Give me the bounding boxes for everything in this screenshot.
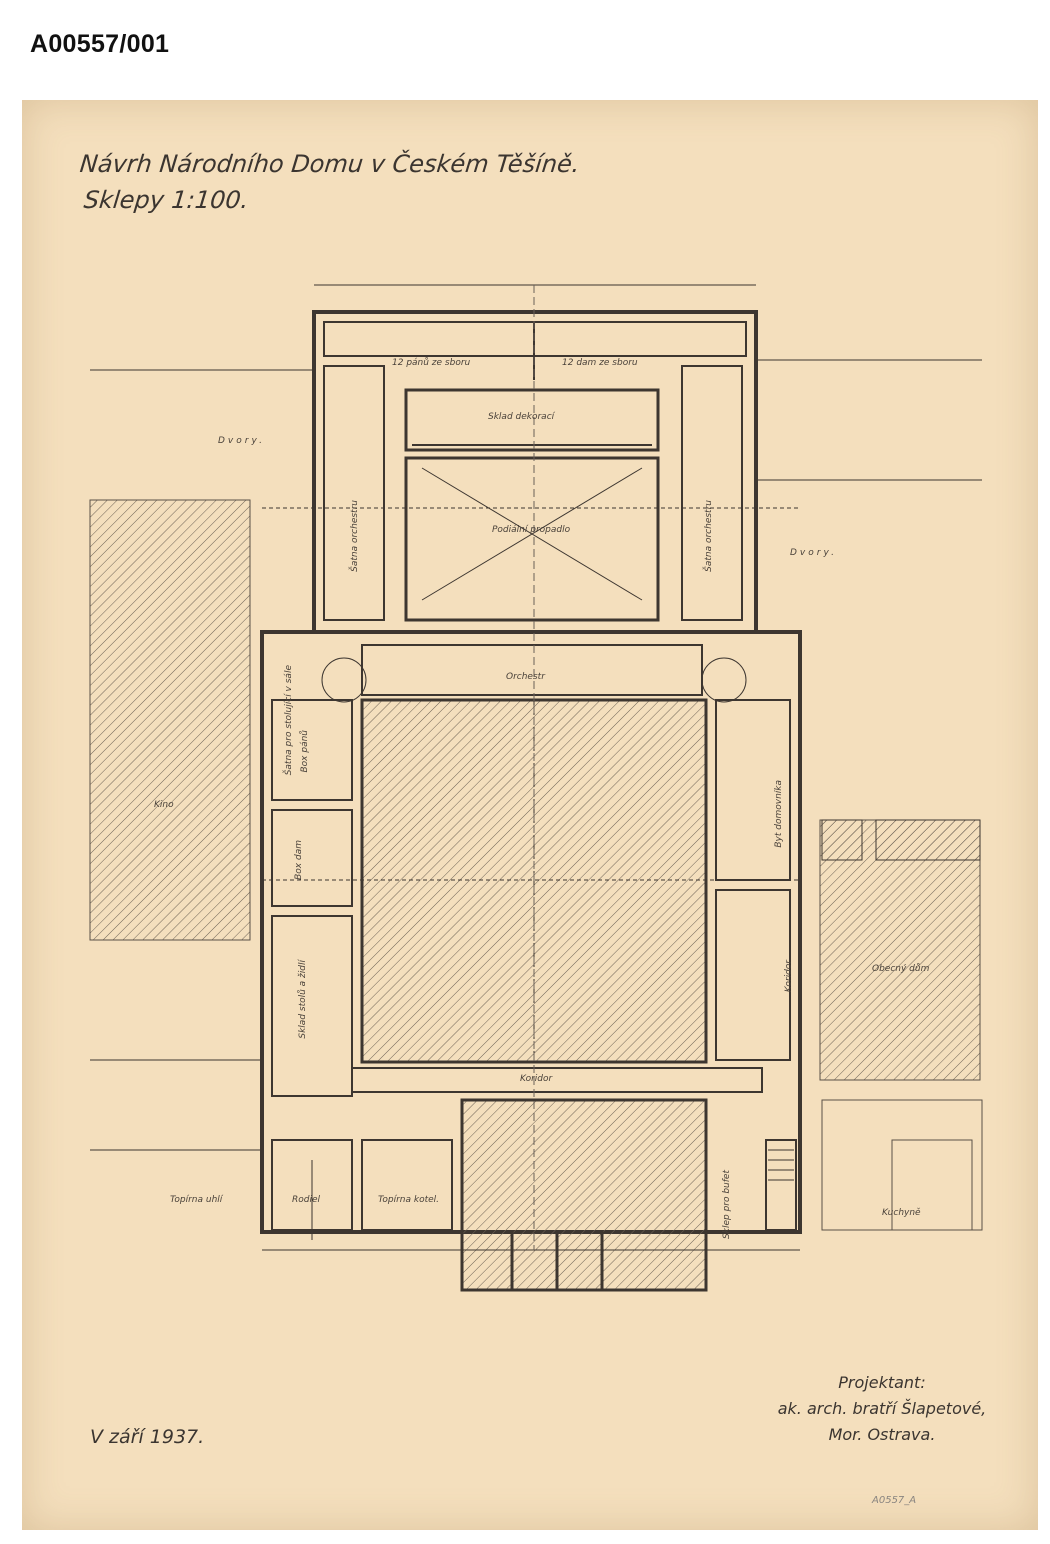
room-corridor: Koridor xyxy=(520,1074,553,1084)
room-caretaker: Byt domovníka xyxy=(774,780,784,848)
designer-line-1: Projektant: xyxy=(838,1373,926,1392)
room-chorus-men: 12 pánů ze sboru xyxy=(392,358,471,368)
lower-hall xyxy=(460,1098,708,1292)
designer-line-2: ak. arch. bratří Šlapetové, xyxy=(777,1399,987,1418)
room-coal-bay: Rodiel xyxy=(292,1195,321,1205)
room-bar-store: Sklep pro bufet xyxy=(722,1170,732,1239)
room-corridor-right: Koridor xyxy=(784,960,794,993)
designer-block: Projektant: ak. arch. bratří Šlapetové, … xyxy=(772,1370,992,1448)
floor-plan xyxy=(89,284,983,1292)
drawing-date: V září 1937. xyxy=(90,1426,205,1448)
archive-id: A00557/001 xyxy=(30,30,170,58)
room-chorus-women: 12 dam ze sboru xyxy=(562,358,638,368)
room-dressing-right: Šatna orchestru xyxy=(704,500,714,572)
room-table-store: Sklad stolů a židlí xyxy=(298,960,308,1039)
designer-line-3: Mor. Ostrava. xyxy=(828,1425,936,1444)
neighbor-building-right xyxy=(819,819,981,1081)
drawing-sheet: Návrh Národního Domu v Českém Těšíně. Sk… xyxy=(22,100,1038,1530)
room-stage-lift: Podiální propadlo xyxy=(492,525,571,535)
room-box-men: Box pánů xyxy=(300,730,310,773)
neighbor-left-label: Kino xyxy=(154,800,174,810)
room-wardrobe: Šatna pro stolující v sále xyxy=(284,665,294,776)
neighbor-right-label: Obecný dům xyxy=(872,964,930,974)
archive-stamp: A0557_A xyxy=(872,1495,917,1506)
room-box-women: Box dam xyxy=(294,840,304,880)
room-scenery-store: Sklad dekorací xyxy=(488,412,555,422)
room-boiler-coal: Topírna uhlí xyxy=(170,1195,223,1205)
room-boiler-room: Topírna kotel. xyxy=(378,1195,440,1205)
label-courtyard-left: Dvory. xyxy=(218,436,265,446)
room-dressing-left: Šatna orchestru xyxy=(350,500,360,572)
room-orchestra: Orchestr xyxy=(506,672,545,682)
room-kitchen: Kuchyně xyxy=(882,1208,921,1218)
label-courtyard-right: Dvory. xyxy=(790,548,837,558)
neighbor-building-left xyxy=(89,499,251,941)
